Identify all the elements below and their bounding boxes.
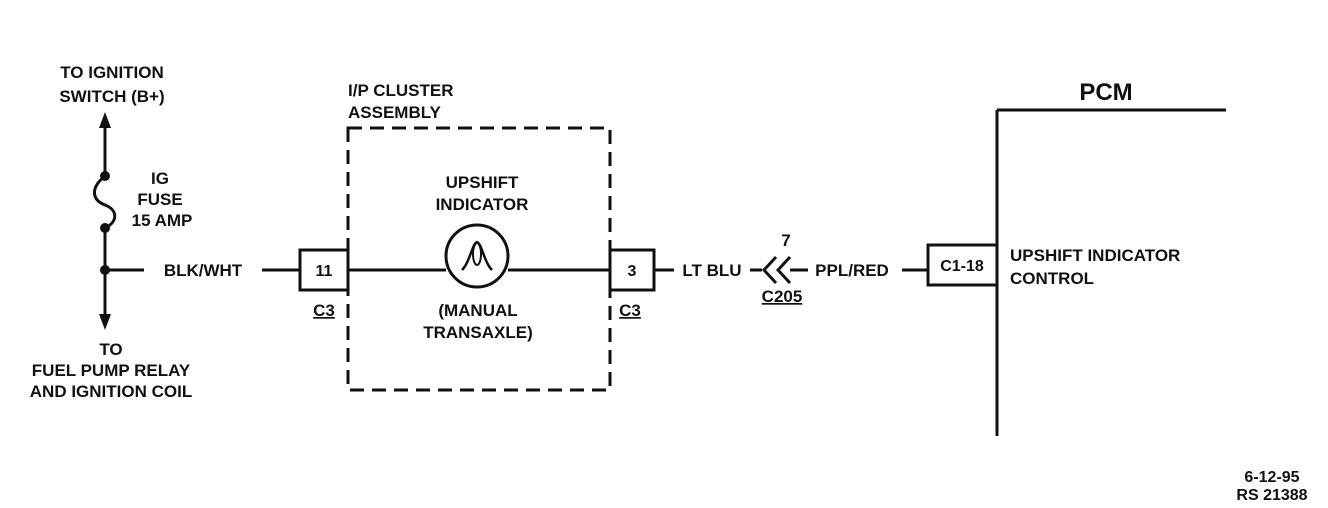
indicator-label-2: INDICATOR	[436, 195, 529, 214]
fuse-icon	[93, 171, 117, 233]
inline-pin-number: 7	[781, 231, 790, 250]
cluster-pin-left: 11	[316, 263, 333, 280]
connector-c205: C205	[762, 287, 803, 306]
wire-color-ppl-red: PPL/RED	[815, 261, 889, 280]
fuse-label-1: IG	[151, 169, 169, 188]
fuse-label-2: FUSE	[137, 190, 182, 209]
footer-ref: RS 21388	[1236, 487, 1307, 504]
inline-connector-icon	[761, 255, 792, 285]
connector-c3-right: C3	[619, 301, 641, 320]
indicator-lamp-icon	[444, 223, 510, 289]
pcm-pin-box	[926, 243, 999, 287]
to-label-3: AND IGNITION COIL	[30, 382, 192, 401]
cluster-title-1: I/P CLUSTER	[348, 81, 453, 100]
fuse-label-3: 15 AMP	[132, 211, 193, 230]
up-arrow-icon	[99, 112, 111, 172]
wire-color-lt-blu: LT BLU	[682, 261, 741, 280]
cluster-pin-right: 3	[628, 263, 637, 280]
footer-date: 6-12-95	[1244, 469, 1299, 486]
connector-c3-left: C3	[313, 301, 335, 320]
cluster-title-2: ASSEMBLY	[348, 103, 442, 122]
pcm-label-2: CONTROL	[1010, 269, 1094, 288]
to-label-1: TO	[99, 340, 122, 359]
to-label-2: FUEL PUMP RELAY	[32, 361, 191, 380]
pcm-label-1: UPSHIFT INDICATOR	[1010, 246, 1180, 265]
indicator-label-1: UPSHIFT	[446, 173, 519, 192]
pcm-pin: C1-18	[940, 258, 984, 275]
note-manual-2: TRANSAXLE)	[423, 323, 533, 342]
to-ignition-switch-label-1: TO IGNITION	[60, 63, 164, 82]
note-manual-1: (MANUAL	[438, 301, 517, 320]
wire-color-blk-wht: BLK/WHT	[164, 261, 243, 280]
to-ignition-switch-label-2: SWITCH (B+)	[59, 87, 164, 106]
down-arrow-icon	[99, 314, 111, 330]
pcm-title: PCM	[1079, 79, 1132, 106]
